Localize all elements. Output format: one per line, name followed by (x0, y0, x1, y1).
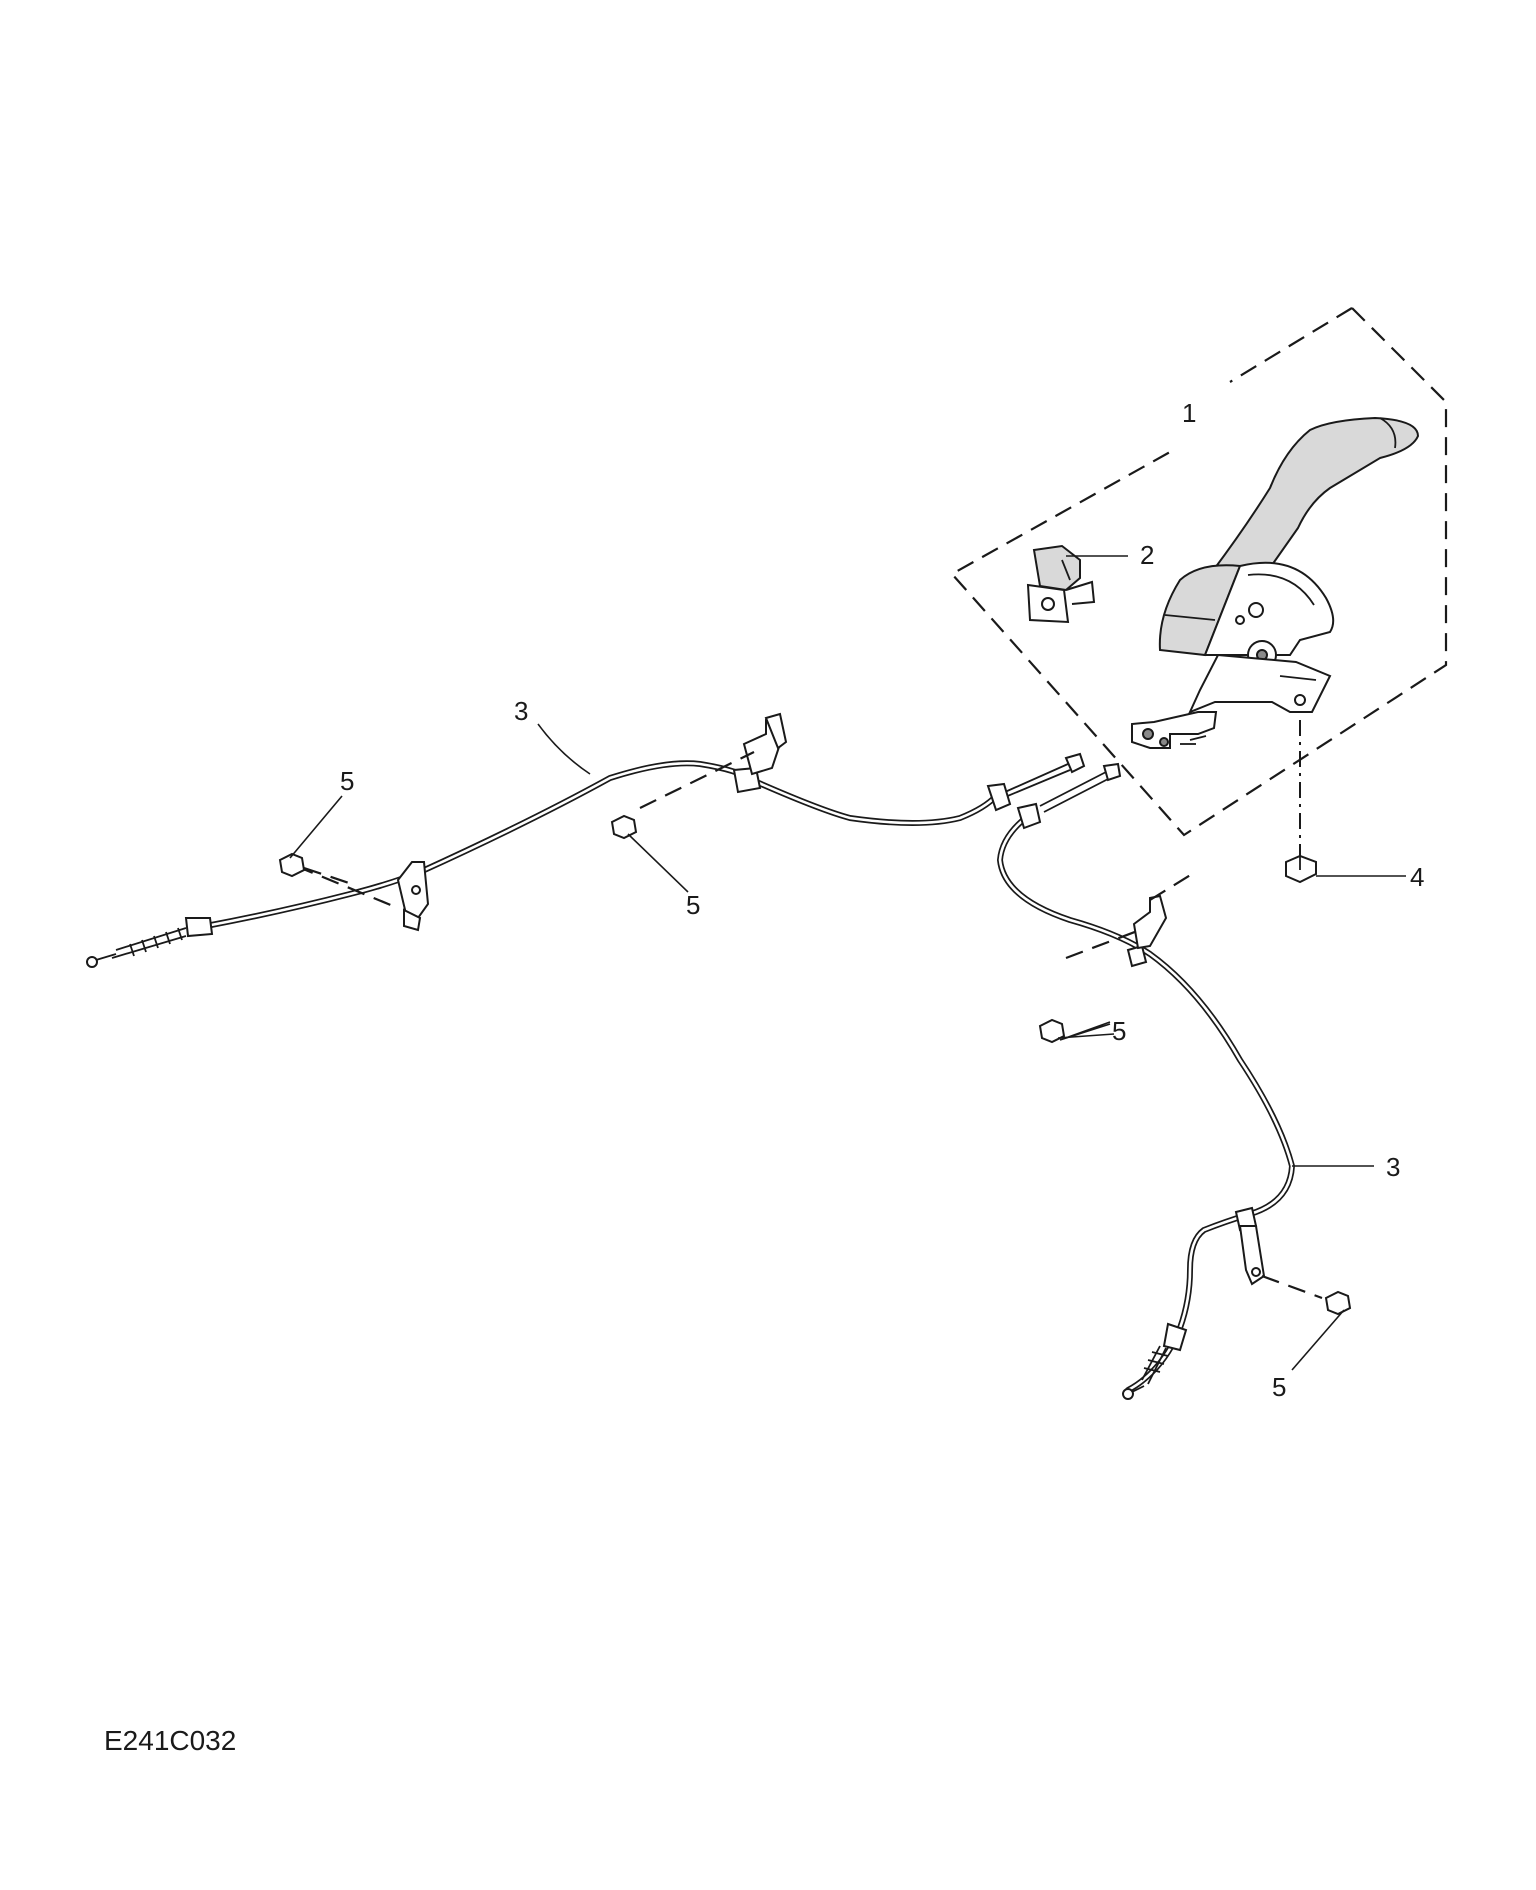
part-4-nut (1285, 720, 1317, 884)
callout-3-right: 3 (1386, 1152, 1400, 1182)
callout-5-right-lower: 5 (1272, 1372, 1286, 1402)
callout-4: 4 (1410, 862, 1424, 892)
handbrake-lever-assembly (1131, 416, 1420, 749)
part-2-switch (1026, 544, 1096, 624)
callout-1: 1 (1182, 398, 1196, 428)
callout-5-right-upper: 5 (1112, 1016, 1126, 1046)
figure-code: E241C032 (104, 1725, 237, 1756)
bolt-5d (1324, 1290, 1352, 1316)
right-brake-cable (996, 762, 1323, 1400)
callout-3-left: 3 (514, 696, 528, 726)
callout-2: 2 (1140, 540, 1154, 570)
callout-5-left: 5 (340, 766, 354, 796)
left-brake-cable (86, 712, 1086, 968)
leader-lines (289, 555, 1406, 1371)
callout-5-center: 5 (686, 890, 700, 920)
assembly-1-boundary (950, 307, 1448, 837)
bolt-5a (278, 852, 353, 886)
bolt-5c (1038, 1018, 1066, 1044)
bolt-5b (610, 814, 638, 840)
